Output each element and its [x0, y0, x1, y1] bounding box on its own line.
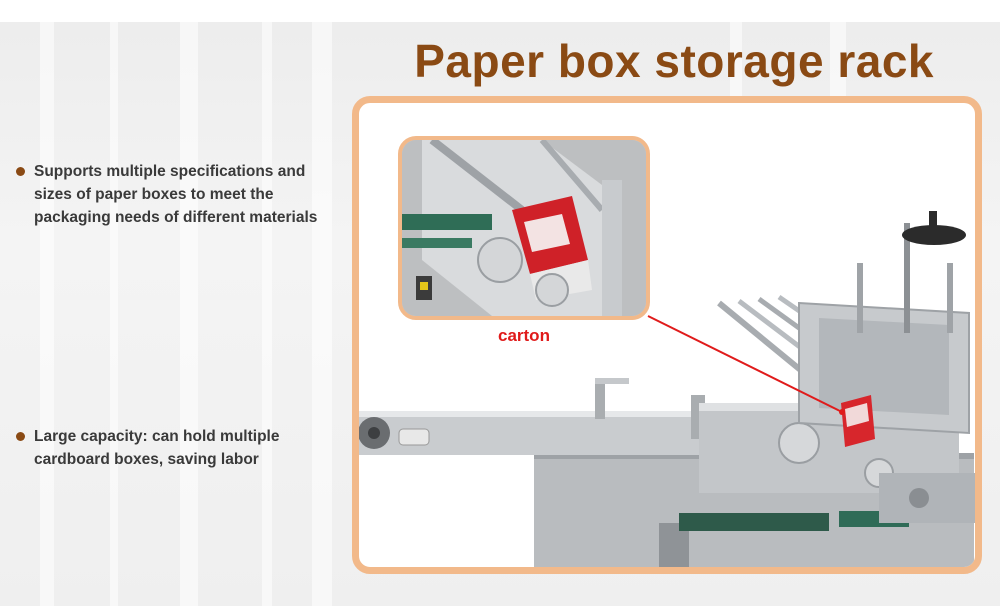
- feature-text: Supports multiple specifications and siz…: [34, 163, 318, 226]
- feature-item: Large capacity: can hold multiple cardbo…: [16, 425, 346, 471]
- bullet-dot: [16, 432, 25, 441]
- feature-text: Large capacity: can hold multiple cardbo…: [34, 428, 280, 468]
- carton-closeup-photo: [402, 140, 646, 316]
- carton-callout-label: carton: [498, 326, 550, 345]
- feature-item: Supports multiple specifications and siz…: [16, 160, 346, 229]
- bullet-dot: [16, 167, 25, 176]
- background-top-band: [0, 0, 1000, 22]
- machine-illustration: [359, 211, 975, 567]
- carton-closeup-inset: [398, 136, 650, 320]
- page-title: Paper box storage rack: [414, 35, 934, 87]
